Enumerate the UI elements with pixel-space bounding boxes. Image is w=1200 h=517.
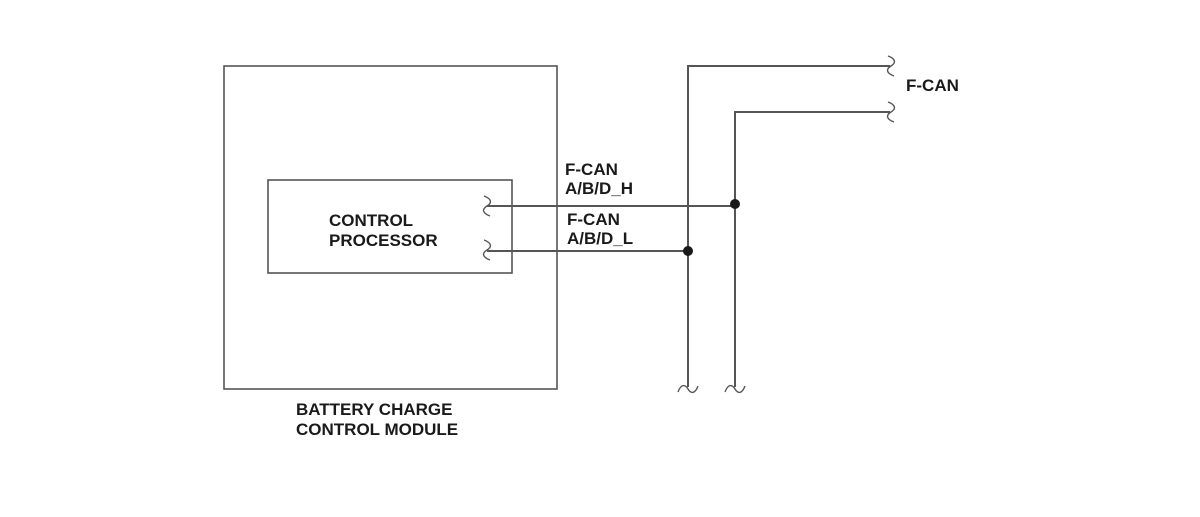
module-label: BATTERY CHARGE CONTROL MODULE [296, 400, 458, 439]
module-label-line-1: BATTERY CHARGE [296, 400, 452, 419]
processor-label-line-2: PROCESSOR [329, 231, 438, 250]
bus-outer-bottom-break [677, 384, 699, 394]
can-high-line-label-1: F-CAN [565, 160, 618, 179]
can-low-line-label-2: A/B/D_L [567, 229, 633, 248]
can-low-junction-node [683, 246, 693, 256]
f-can-bus-label: F-CAN [906, 76, 959, 95]
can-high-line-label-2: A/B/D_H [565, 179, 633, 198]
bus-inner-right-break [886, 101, 896, 123]
can-low-line-label: F-CAN A/B/D_L [567, 210, 633, 248]
bus-wire-inner [734, 111, 890, 387]
bus-outer-right-break [886, 55, 896, 77]
can-high-junction-node [730, 199, 740, 209]
processor-label: CONTROL PROCESSOR [329, 211, 438, 250]
battery-charge-control-module-box [223, 65, 558, 390]
can-high-line-label: F-CAN A/B/D_H [565, 160, 633, 198]
bus-wire-outer [687, 65, 890, 387]
control-processor-box [267, 179, 513, 274]
bus-inner-bottom-break [724, 384, 746, 394]
can-low-line-label-1: F-CAN [567, 210, 620, 229]
module-label-line-2: CONTROL MODULE [296, 420, 458, 439]
processor-label-line-1: CONTROL [329, 211, 413, 230]
